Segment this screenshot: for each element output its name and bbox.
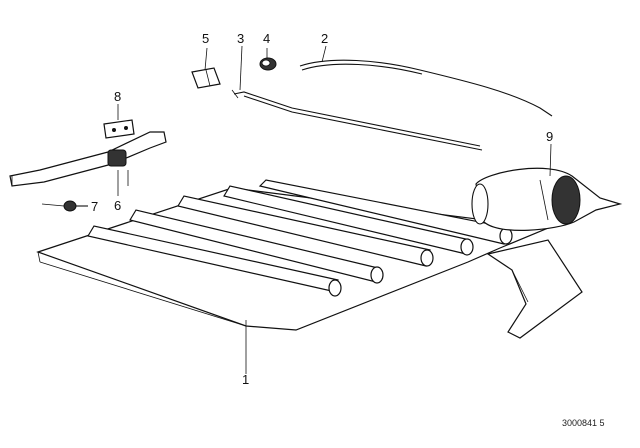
- screw-part-7: [41, 200, 88, 212]
- callout-8: 8: [114, 89, 121, 104]
- callout-1: 1: [242, 372, 249, 387]
- callout-7: 7: [91, 199, 98, 214]
- cable-part-2: [299, 59, 553, 117]
- rod-part-3: [231, 89, 483, 151]
- top-bows: [87, 179, 513, 297]
- callout-9: 9: [546, 129, 553, 144]
- bracket-part-5: [191, 67, 221, 89]
- plate-part-8: [103, 119, 135, 139]
- document-id: 3000841 5: [562, 418, 605, 428]
- handle-part-6: [9, 131, 167, 187]
- clip-part-4: [259, 57, 277, 71]
- callout-4: 4: [263, 31, 270, 46]
- cover-roll: [471, 167, 623, 231]
- callout-5: 5: [202, 31, 209, 46]
- callout-3: 3: [237, 31, 244, 46]
- callout-2: 2: [321, 31, 328, 46]
- leader-lines: [117, 45, 552, 374]
- callout-6: 6: [114, 198, 121, 213]
